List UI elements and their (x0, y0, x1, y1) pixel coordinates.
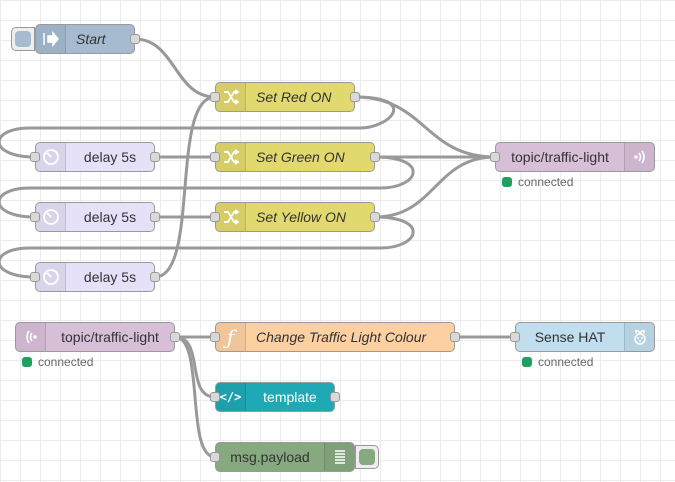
node-label: Set Green ON (256, 149, 345, 165)
node-label: delay 5s (83, 269, 137, 285)
change-node-set-yellow[interactable]: Set Yellow ON (210, 202, 380, 232)
wire-set-green-to-delay2[interactable] (0, 155, 415, 219)
delay-node-3[interactable]: delay 5s (30, 262, 160, 292)
template-node[interactable]: </> template (210, 382, 340, 412)
input-port[interactable] (210, 212, 220, 222)
wire-set-yellow-to-delay3[interactable] (0, 215, 415, 279)
raspberry-pi-icon (624, 323, 654, 351)
input-port[interactable] (210, 392, 220, 402)
input-port[interactable] (490, 152, 500, 162)
timer-icon (36, 263, 66, 291)
node-label: Set Yellow ON (256, 209, 347, 225)
delay-node-2[interactable]: delay 5s (30, 202, 160, 232)
node-label: Change Traffic Light Colour (256, 329, 427, 345)
input-port[interactable] (510, 332, 520, 342)
input-port[interactable] (210, 332, 220, 342)
output-port[interactable] (150, 272, 160, 282)
bridge-icon (624, 143, 654, 171)
output-port[interactable] (450, 332, 460, 342)
debug-node-msg-payload[interactable]: msg.payload (210, 442, 379, 472)
wire-mqtt-in-to-debug[interactable] (174, 335, 216, 459)
output-port[interactable] (370, 212, 380, 222)
function-node-change-colour[interactable]: ƒ Change Traffic Light Colour (210, 322, 460, 352)
list-icon (324, 443, 354, 471)
input-port[interactable] (210, 452, 220, 462)
mqtt-out-status: connected (502, 175, 573, 189)
mqtt-in-status: connected (22, 355, 93, 369)
change-node-set-green[interactable]: Set Green ON (210, 142, 380, 172)
node-label: Set Red ON (256, 89, 332, 105)
output-port[interactable] (330, 392, 340, 402)
status-text: connected (538, 355, 594, 369)
node-label: topic/traffic-light (511, 149, 609, 165)
status-indicator (22, 357, 32, 367)
output-port[interactable] (370, 152, 380, 162)
status-text: connected (518, 175, 574, 189)
node-label: delay 5s (83, 149, 137, 165)
status-indicator (502, 177, 512, 187)
input-port[interactable] (30, 152, 40, 162)
wire-start-to-set-red[interactable] (134, 37, 216, 99)
input-port[interactable] (210, 92, 220, 102)
debug-toggle-button[interactable] (355, 445, 379, 469)
timer-icon (36, 143, 66, 171)
node-label: delay 5s (83, 209, 137, 225)
delay-node-1[interactable]: delay 5s (30, 142, 160, 172)
input-port[interactable] (210, 152, 220, 162)
node-label: template (263, 389, 317, 405)
wire-set-red-to-mqtt-out[interactable] (354, 95, 496, 159)
input-port[interactable] (30, 272, 40, 282)
output-port[interactable] (130, 34, 140, 44)
output-port[interactable] (170, 332, 180, 342)
shuffle-icon (216, 203, 246, 231)
node-label: msg.payload (230, 449, 310, 465)
status-text: connected (38, 355, 94, 369)
output-port[interactable] (350, 92, 360, 102)
node-label: Start (76, 31, 106, 47)
status-indicator (522, 357, 532, 367)
output-port[interactable] (150, 212, 160, 222)
input-port[interactable] (30, 212, 40, 222)
arrow-in-icon (36, 25, 66, 53)
shuffle-icon (216, 143, 246, 171)
timer-icon (36, 203, 66, 231)
inject-trigger-button[interactable] (11, 27, 35, 51)
sense-hat-status: connected (522, 355, 593, 369)
wire-set-yellow-to-mqtt-out[interactable] (374, 155, 496, 219)
inject-node-start[interactable]: Start (11, 24, 140, 54)
shuffle-icon (216, 83, 246, 111)
function-icon: ƒ (216, 323, 246, 351)
mqtt-out-node[interactable]: topic/traffic-light (490, 142, 655, 172)
sense-hat-node[interactable]: Sense HAT (510, 322, 655, 352)
node-label: Sense HAT (534, 329, 606, 345)
mqtt-in-node[interactable]: topic/traffic-light (15, 322, 180, 352)
bridge-icon (16, 323, 46, 351)
output-port[interactable] (150, 152, 160, 162)
node-label: topic/traffic-light (61, 329, 159, 345)
change-node-set-red[interactable]: Set Red ON (210, 82, 360, 112)
code-icon: </> (216, 383, 246, 411)
